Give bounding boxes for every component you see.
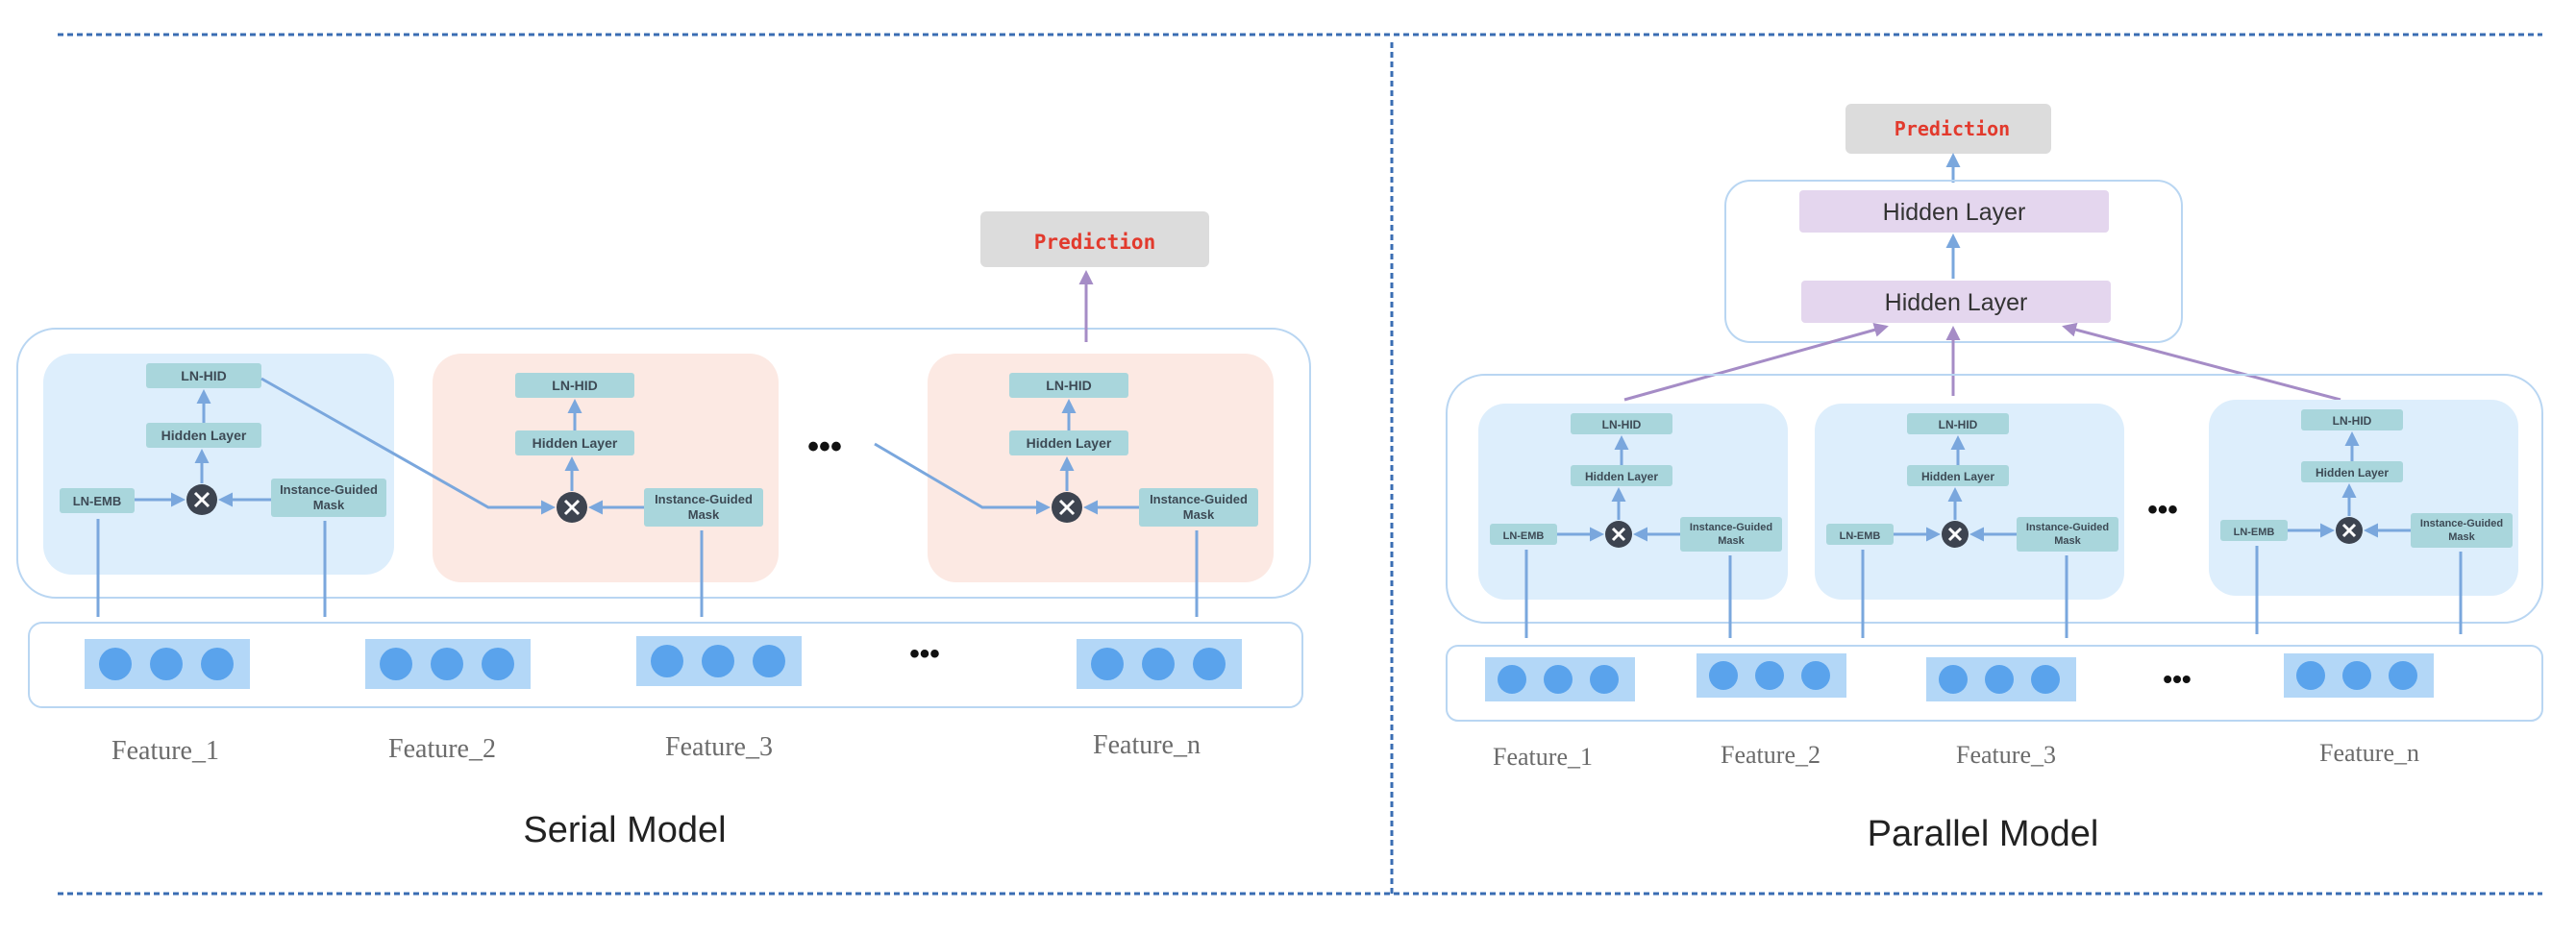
parallel-block-1-ln-emb: LN-EMB [1503,530,1545,542]
parallel-feature-2-label: Feature_2 [1721,741,1821,769]
parallel-block-1: LN-HID Hidden Layer LN-EMB Instance-Guid… [1478,404,1788,600]
serial-model: LN-HID Hidden Layer LN-EMB Instance-Guid… [16,211,1311,850]
parallel-block-2-ln-hid: LN-HID [1939,418,1978,431]
parallel-block-1-ln-hid: LN-HID [1602,418,1642,431]
parallel-block-3-hidden-layer: Hidden Layer [2316,466,2389,479]
parallel-feature-1-label: Feature_1 [1493,743,1593,771]
serial-block-2-hidden-layer: Hidden Layer [533,435,618,451]
parallel-block-2: LN-HID Hidden Layer LN-EMB Instance-Guid… [1815,404,2124,600]
serial-feature-2-label: Feature_2 [388,734,496,764]
parallel-prediction-label: Prediction [1895,117,2010,140]
parallel-feature-1-embedding [1485,657,1635,701]
serial-block-1-ln-emb: LN-EMB [73,494,122,508]
serial-feature-n-embedding [1077,639,1242,689]
serial-prediction-box [980,211,1209,267]
parallel-block-3-ln-emb: LN-EMB [2234,527,2275,538]
serial-link-1-2 [260,377,556,515]
parallel-feature-2-embedding [1697,653,1846,698]
parallel-model-caption: Parallel Model [1868,814,2099,854]
parallel-block-2-ln-emb: LN-EMB [1840,530,1881,542]
parallel-link-1 [1623,323,1889,402]
serial-feature-n-label: Feature_n [1093,730,1201,760]
serial-link-2-3 [874,442,1051,515]
serial-feature-1-embedding [85,639,250,689]
serial-model-caption: Serial Model [523,810,726,850]
serial-block-3-hidden-layer: Hidden Layer [1027,435,1112,451]
serial-blocks-container [16,328,1311,599]
serial-block-3-ln-hid: LN-HID [1046,378,1091,393]
parallel-feature-3-label: Feature_3 [1956,741,2056,769]
serial-block-2-ln-hid: LN-HID [552,378,597,393]
serial-features-ellipsis: ••• [909,638,940,670]
parallel-features-container [1446,645,2543,722]
parallel-hidden-layer-top: Hidden Layer [1883,199,2026,226]
parallel-prediction-box [1845,104,2051,154]
parallel-hidden-layer-bottom: Hidden Layer [1885,289,2028,316]
parallel-block-1-hidden-layer: Hidden Layer [1585,470,1658,483]
serial-block-1-bg [43,354,394,575]
serial-feature-2-embedding [365,639,531,689]
parallel-features-ellipsis: ••• [2163,664,2191,694]
serial-blocks-ellipsis: ••• [807,429,842,465]
parallel-blocks-ellipsis: ••• [2147,494,2178,526]
serial-block-1: LN-HID Hidden Layer LN-EMB Instance-Guid… [43,354,394,575]
serial-feature-3-label: Feature_3 [665,732,773,762]
parallel-link-3 [2062,322,2341,402]
parallel-model: Prediction Hidden Layer Hidden Layer LN-… [1446,104,2543,854]
serial-feature-1-label: Feature_1 [111,736,219,766]
serial-features-container [28,622,1303,708]
parallel-feature-n-embedding [2284,653,2434,698]
serial-block-1-hidden-layer: Hidden Layer [161,428,247,443]
serial-feature-3-embedding [636,636,802,686]
parallel-feature-n-label: Feature_n [2319,739,2419,767]
parallel-block-2-hidden-layer: Hidden Layer [1921,470,1994,483]
parallel-block-3: LN-HID Hidden Layer LN-EMB Instance-Guid… [2209,400,2518,596]
serial-prediction-label: Prediction [1034,231,1155,254]
parallel-blocks-container [1446,374,2543,624]
serial-block-1-ln-hid: LN-HID [181,368,226,383]
parallel-feature-3-embedding [1926,657,2076,701]
parallel-block-3-ln-hid: LN-HID [2333,414,2372,428]
